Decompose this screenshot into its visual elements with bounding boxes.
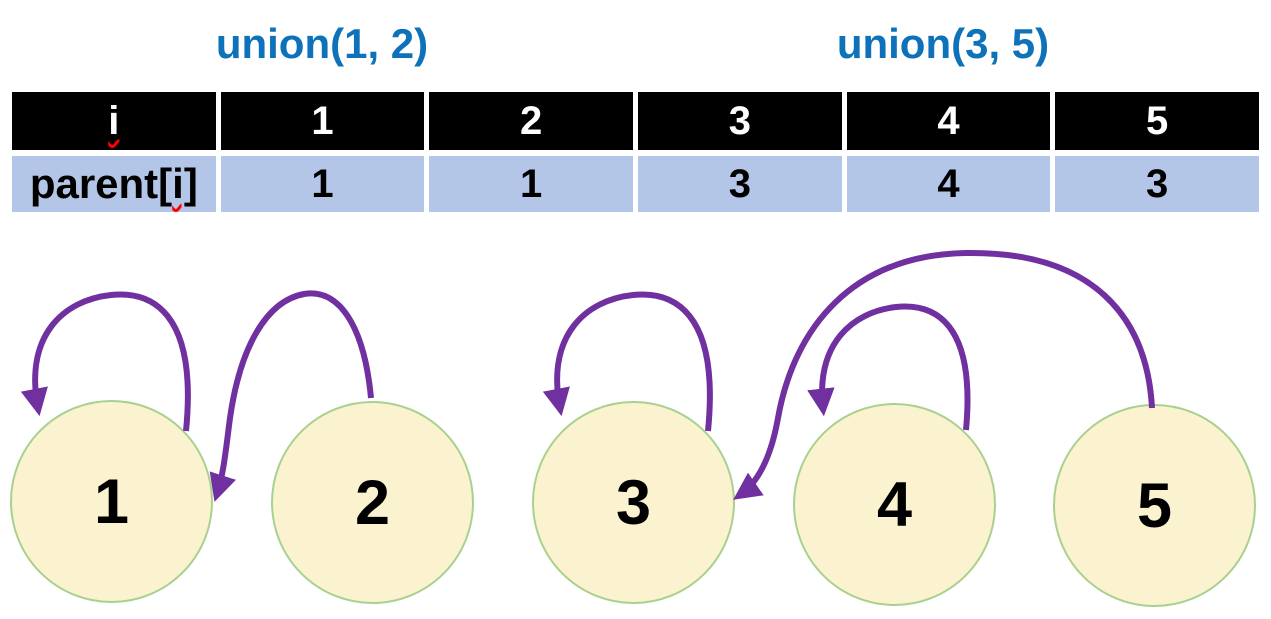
parent-value-of-1: 1 [220, 156, 425, 212]
operation-label-union-1-2: union(1, 2) [215, 20, 429, 67]
parent-label-prefix: parent[ [29, 160, 173, 207]
table-header-cell-1: 1 [220, 92, 425, 150]
table-header-cell-i: i [12, 92, 216, 150]
parent-label-index: i] [172, 160, 198, 207]
node-circle-1: 1 [10, 400, 213, 603]
table-header-cell-4: 4 [846, 92, 1051, 150]
node-circle-3: 3 [532, 401, 735, 604]
parent-value-of-2: 1 [429, 156, 633, 212]
node-circle-5: 5 [1053, 404, 1256, 607]
node-label-5: 5 [1136, 470, 1173, 541]
node-circle-2: 2 [271, 401, 474, 604]
parent-value-of-5: 3 [1055, 156, 1259, 212]
parent-value-of-4: 4 [846, 156, 1051, 212]
parent-array-table: i 1 2 3 4 5 parent[i] 1 1 3 4 3 [12, 92, 1259, 212]
index-label: i [108, 99, 120, 143]
node-label-1: 1 [93, 466, 130, 537]
table-header-cell-3: 3 [638, 92, 842, 150]
node-circle-4: 4 [793, 403, 996, 606]
table-header-cell-5: 5 [1055, 92, 1259, 150]
table-row-label-parent-i: parent[i] [12, 156, 216, 212]
table-header-cell-2: 2 [429, 92, 633, 150]
parent-value-of-3: 3 [638, 156, 842, 212]
operation-label-union-3-5: union(3, 5) [836, 20, 1050, 67]
node-label-3: 3 [615, 467, 652, 538]
node-label-2: 2 [354, 467, 391, 538]
node-label-4: 4 [876, 469, 913, 540]
